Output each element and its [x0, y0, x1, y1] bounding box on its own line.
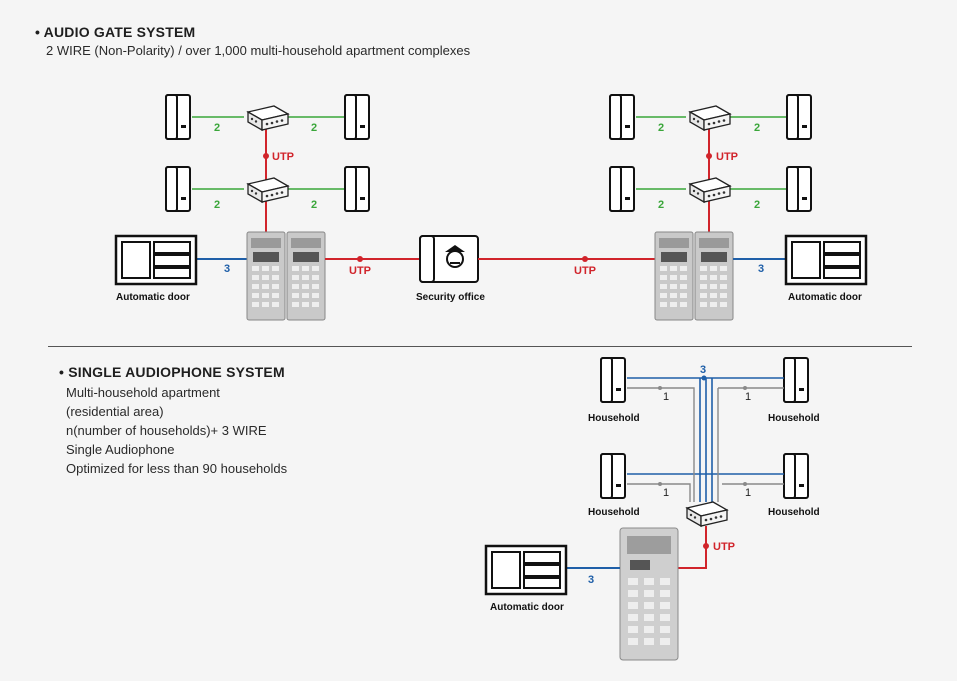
- wire-count: 1: [663, 487, 669, 499]
- section-divider: [48, 346, 912, 347]
- utp-label: UTP: [713, 541, 735, 553]
- automatic-door-label: Automatic door: [490, 602, 564, 613]
- distributor-icon: [689, 105, 731, 131]
- audiophone-icon: [786, 166, 812, 212]
- desc-line: (residential area): [66, 404, 164, 419]
- wire-green: [192, 116, 345, 190]
- audio-gate-title: • AUDIO GATE SYSTEM: [35, 24, 196, 40]
- wire-count: 2: [754, 122, 760, 134]
- wire-red: [678, 526, 709, 569]
- audiophone-icon: [165, 166, 191, 212]
- wire-count: 3: [758, 263, 764, 275]
- wire-red: [263, 124, 269, 232]
- automatic-door-label: Automatic door: [788, 292, 862, 303]
- single-audiophone-title: • SINGLE AUDIOPHONE SYSTEM: [59, 364, 285, 380]
- utp-label: UTP: [349, 265, 371, 277]
- wire-count: 2: [214, 122, 220, 134]
- distributor-icon: [689, 177, 731, 203]
- lobby-panel-icon: [654, 231, 694, 321]
- lobby-panel-icon: [694, 231, 734, 321]
- household-phone-icon: [600, 453, 626, 499]
- wire-count: 2: [658, 199, 664, 211]
- desc-line: Single Audiophone: [66, 442, 175, 457]
- lobby-panel-icon: [246, 231, 286, 321]
- wire-count: 2: [754, 199, 760, 211]
- household-label: Household: [768, 413, 820, 424]
- household-label: Household: [768, 507, 820, 518]
- desc-line: Multi-household apartment: [66, 385, 220, 400]
- household-phone-icon: [600, 357, 626, 403]
- distributor-icon: [686, 501, 728, 527]
- security-office-label: Security office: [416, 292, 485, 303]
- automatic-door-icon: [114, 234, 198, 286]
- automatic-door-icon: [784, 234, 868, 286]
- single-audiophone-description: Multi-household apartment (residential a…: [66, 383, 287, 478]
- wire-red: [706, 124, 712, 232]
- security-office-icon: [419, 235, 479, 283]
- wire-count: 2: [214, 199, 220, 211]
- utp-label: UTP: [716, 151, 738, 163]
- audiophone-icon: [344, 94, 370, 140]
- audiophone-icon: [609, 94, 635, 140]
- utp-label: UTP: [574, 265, 596, 277]
- utp-label: UTP: [272, 151, 294, 163]
- wire-count: 3: [224, 263, 230, 275]
- household-phone-icon: [783, 453, 809, 499]
- wire-count: 3: [588, 574, 594, 586]
- distributor-icon: [247, 177, 289, 203]
- wire-count: 2: [311, 199, 317, 211]
- audiophone-icon: [165, 94, 191, 140]
- audiophone-icon: [344, 166, 370, 212]
- distributor-icon: [247, 105, 289, 131]
- lobby-panel-icon: [619, 527, 679, 661]
- audiophone-icon: [609, 166, 635, 212]
- household-phone-icon: [783, 357, 809, 403]
- wire-count: 1: [663, 391, 669, 403]
- wire-count: 1: [745, 487, 751, 499]
- wire-count: 2: [311, 122, 317, 134]
- automatic-door-label: Automatic door: [116, 292, 190, 303]
- desc-line: n(number of households)+ 3 WIRE: [66, 423, 267, 438]
- desc-line: Optimized for less than 90 households: [66, 461, 288, 476]
- household-label: Household: [588, 507, 640, 518]
- wire-green: [636, 116, 787, 190]
- household-label: Household: [588, 413, 640, 424]
- wire-count: 3: [700, 364, 706, 376]
- lobby-panel-icon: [286, 231, 326, 321]
- audiophone-icon: [786, 94, 812, 140]
- wire-count: 2: [658, 122, 664, 134]
- automatic-door-icon: [484, 544, 568, 596]
- wire-gray: [627, 387, 784, 502]
- wire-count: 1: [745, 391, 751, 403]
- audio-gate-subtitle: 2 WIRE (Non-Polarity) / over 1,000 multi…: [46, 43, 471, 58]
